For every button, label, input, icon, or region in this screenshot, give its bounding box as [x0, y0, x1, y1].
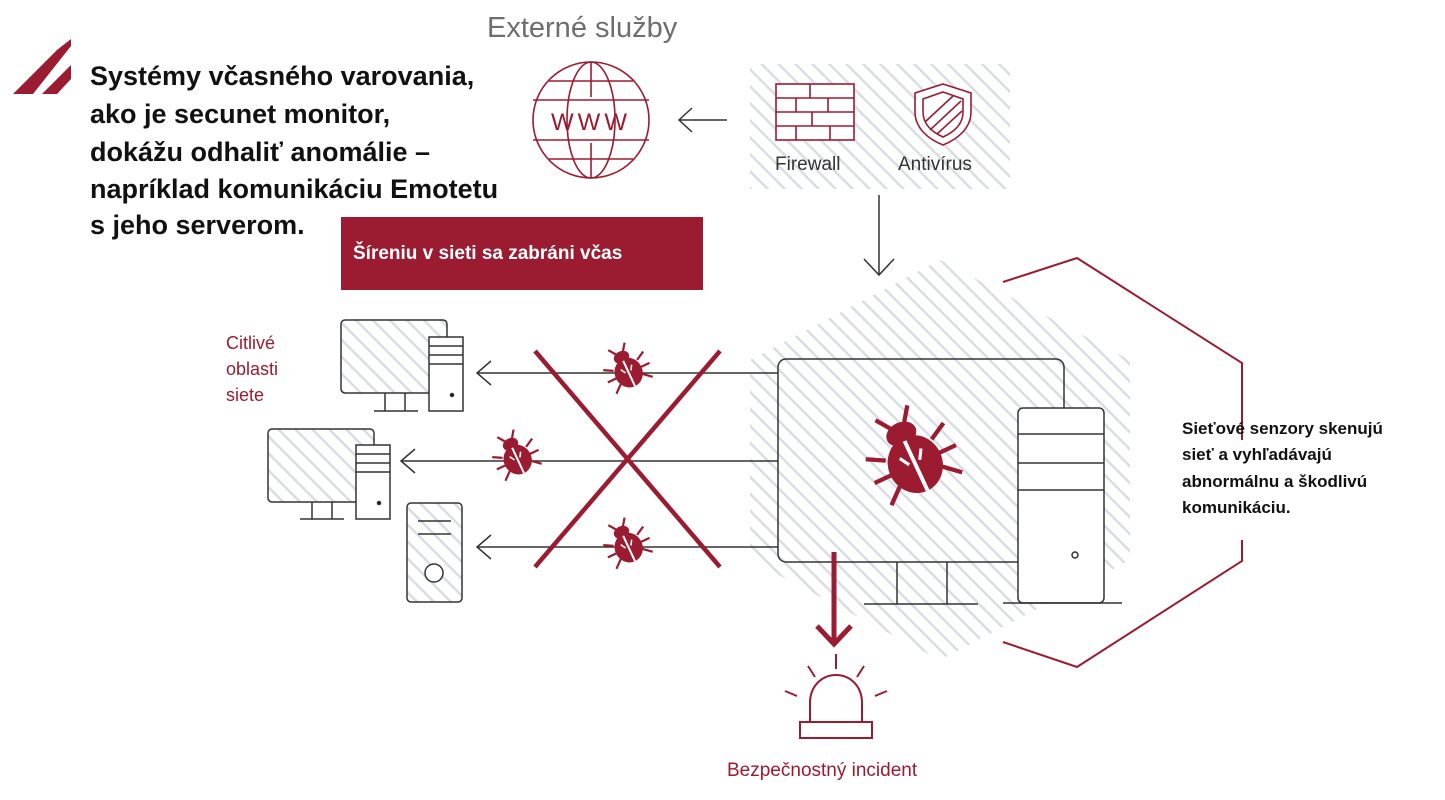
sensors-line-1: Sieťové senzory skenujú — [1182, 419, 1383, 438]
arrow-to-globe — [677, 107, 727, 133]
bug-icon-2 — [483, 422, 546, 485]
antivirus-label: Antivírus — [898, 154, 972, 175]
firewall-icon — [775, 83, 855, 141]
headline-line-1: Systémy včasného varovania, — [90, 61, 475, 91]
sensitive-areas-line-1: Citlivé — [226, 333, 276, 353]
sensitive-areas-line-3: siete — [226, 385, 265, 405]
headline-line-2: ako je secunet monitor, — [90, 99, 391, 129]
sensitive-pc-2 — [267, 428, 391, 520]
sensitive-pc-1 — [340, 319, 464, 412]
prevention-banner: Šíreniu v sieti sa zabráni včas — [341, 217, 703, 290]
sensor-zone-outline — [1002, 256, 1243, 669]
globe-www-icon — [532, 61, 650, 179]
bug-icon-1 — [594, 335, 657, 398]
brand-stripes-icon — [13, 39, 71, 94]
external-services-title: Externé služby — [487, 12, 678, 44]
sensors-line-4: komunikáciu. — [1182, 498, 1291, 517]
main-tower-pc-icon — [1003, 407, 1122, 604]
sensors-line-2: sieť a vyhľadávajú — [1182, 445, 1332, 464]
alarm-light-icon — [784, 654, 888, 739]
blocked-cross-icon — [533, 349, 722, 569]
arrow-down-to-network — [863, 195, 895, 277]
headline-line-3: dokážu odhaliť anomálie – — [90, 137, 431, 167]
bug-icon-3 — [594, 510, 657, 573]
www-label: WWW — [551, 109, 631, 136]
sensors-line-3: abnormálnu a škodlivú — [1182, 472, 1368, 491]
alert-arrow — [815, 552, 853, 648]
headline-line-5: s jeho serverom. — [90, 210, 305, 240]
sensitive-areas-line-2: oblasti — [226, 359, 279, 379]
firewall-label: Firewall — [775, 154, 841, 175]
headline-line-4: napríklad komunikáciu Emotetu — [90, 174, 499, 204]
sensitive-device-3 — [406, 502, 463, 603]
antivirus-shield-icon — [914, 83, 972, 146]
incident-label: Bezpečnostný incident — [727, 760, 918, 781]
